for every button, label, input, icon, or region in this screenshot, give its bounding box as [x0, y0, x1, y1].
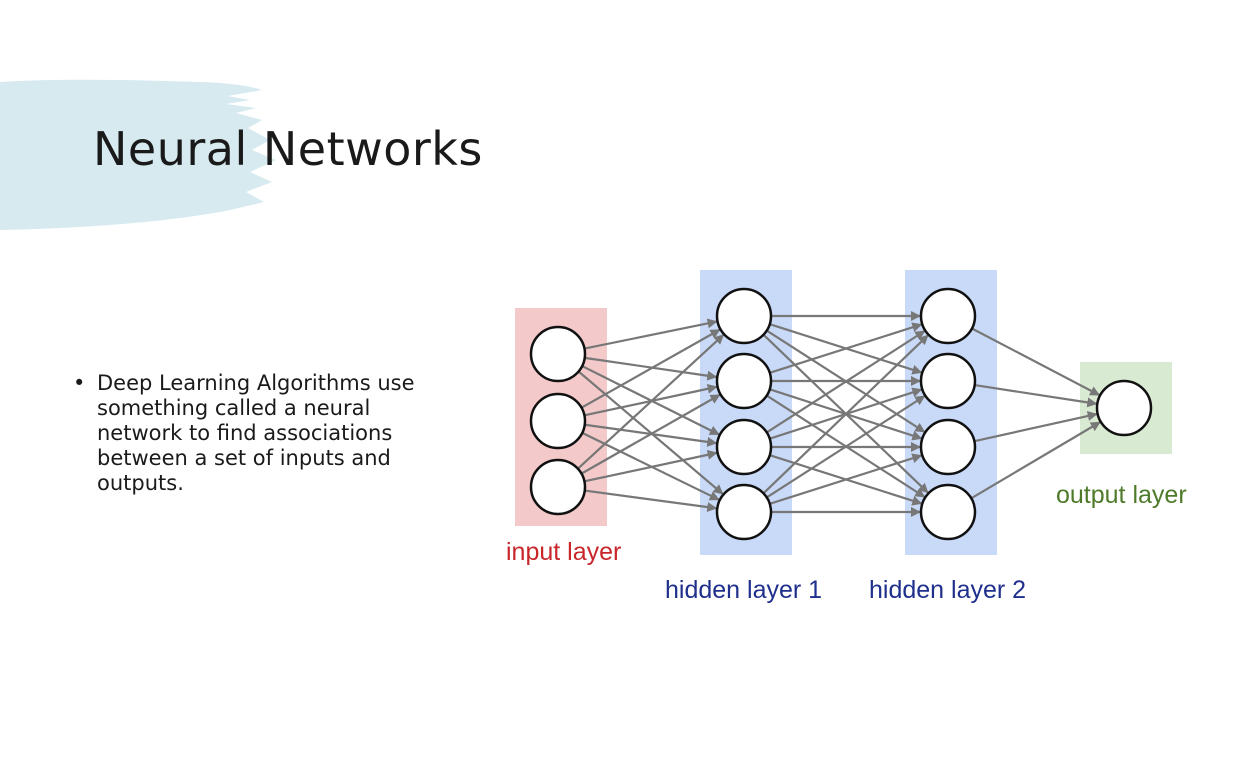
connection-edge	[580, 328, 721, 409]
connection-edge	[577, 334, 725, 470]
connection-edge	[766, 330, 926, 434]
brush-stroke-decoration	[0, 79, 276, 230]
input-neuron	[529, 325, 587, 383]
hidden-layer-2-label: hidden layer 2	[869, 576, 1026, 604]
connection-edge	[584, 356, 718, 381]
connection-edge	[577, 370, 724, 495]
bullet-dot-icon: •	[73, 371, 86, 395]
bullet-text: Deep Learning Algorithms use something c…	[97, 371, 415, 495]
bullet-item: • Deep Learning Algorithms use something…	[70, 371, 450, 496]
hidden2-neuron	[919, 352, 977, 410]
hidden1-neuron	[715, 287, 773, 345]
connection-edge	[769, 322, 923, 374]
connection-edge	[974, 411, 1098, 443]
input-neuron	[529, 458, 587, 516]
output-layer-label: output layer	[1056, 481, 1187, 509]
connection-edge	[766, 395, 926, 499]
bullet-list: • Deep Learning Algorithms use something…	[70, 371, 450, 496]
slide-title: Neural Networks	[93, 122, 483, 176]
hidden1-neuron	[715, 483, 773, 541]
input-neuron	[529, 392, 587, 450]
neurons	[529, 287, 1153, 541]
hidden2-neuron	[919, 418, 977, 476]
connection-edge	[974, 384, 1098, 408]
output-neuron	[1095, 379, 1153, 437]
connection-edge	[769, 453, 923, 505]
connection-edge	[970, 421, 1101, 500]
hidden1-neuron	[715, 352, 773, 410]
hidden2-neuron	[919, 287, 977, 345]
connection-edge	[584, 318, 718, 350]
connection-edge	[584, 489, 718, 513]
hidden2-neuron	[919, 483, 977, 541]
connection-edge	[762, 334, 929, 495]
input-layer-label: input layer	[506, 538, 621, 566]
connection-edges	[577, 311, 1101, 517]
hidden-layer-1-label: hidden layer 1	[665, 576, 822, 604]
hidden1-neuron	[715, 418, 773, 476]
connection-edge	[580, 393, 721, 475]
connection-edge	[584, 449, 718, 483]
connection-edge	[971, 327, 1101, 397]
